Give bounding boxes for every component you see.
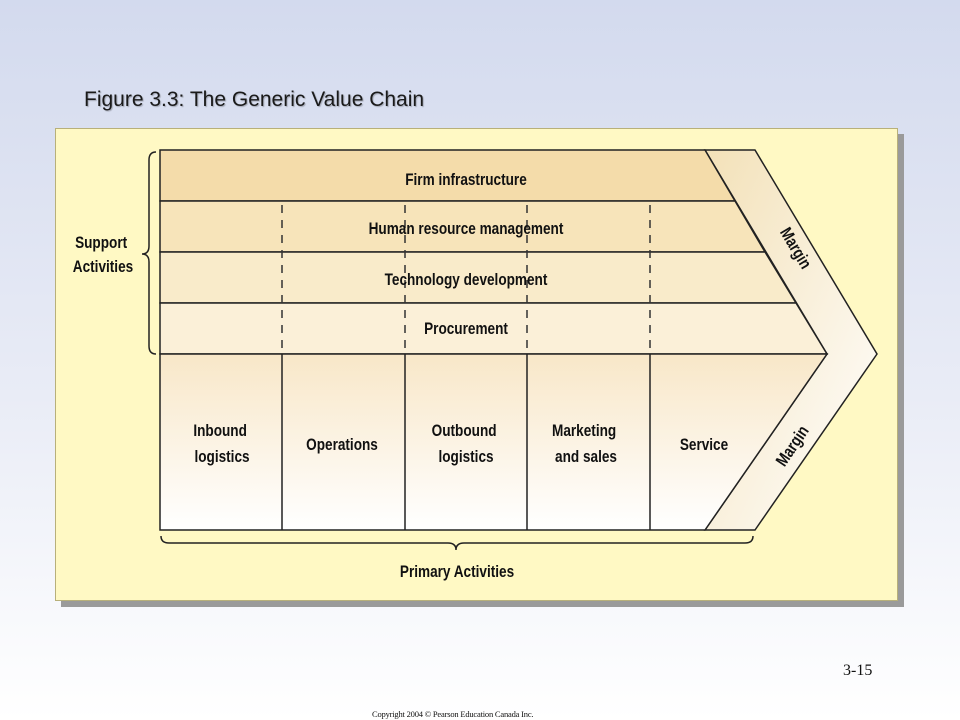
primary-col-operations: Operations: [306, 436, 378, 455]
slide-title: Figure 3.3: The Generic Value Chain: [84, 88, 425, 111]
primary-brace: [160, 535, 754, 551]
support-row-procurement: Procurement: [424, 320, 508, 339]
support-brace: [141, 151, 157, 355]
primary-col-inbound-logistics: Inbound logistics: [193, 422, 250, 467]
support-row-technology: Technology development: [385, 271, 548, 290]
support-dashed-dividers: [281, 205, 651, 352]
support-row-firm-infrastructure: Firm infrastructure: [405, 171, 527, 190]
primary-col-outbound-logistics: Outbound logistics: [432, 422, 501, 467]
primary-col-inbound-line-1: Inbound: [193, 422, 247, 441]
support-label-line-2: Activities: [73, 258, 133, 277]
primary-col-marketing-sales: Marketing and sales: [552, 422, 620, 467]
primary-col-operations-line-1: Operations: [306, 436, 378, 455]
page-number: 3-15: [843, 662, 873, 679]
support-activities-region: [159, 149, 829, 355]
primary-column-labels: Inbound logistics Operations Outbound lo…: [193, 422, 728, 467]
support-label-line-1: Support: [75, 234, 127, 253]
primary-col-service: Service: [680, 436, 729, 455]
support-activities-label: Support Activities: [73, 234, 133, 277]
primary-col-service-line-1: Service: [680, 436, 729, 455]
primary-col-outbound-line-2: logistics: [438, 448, 493, 467]
primary-activities-label: Primary Activities: [400, 563, 514, 582]
primary-col-outbound-line-1: Outbound: [432, 422, 497, 441]
support-row-labels: Firm infrastructure Human resource manag…: [369, 171, 564, 339]
primary-col-marketing-line-1: Marketing: [552, 422, 616, 441]
support-row-hrm: Human resource management: [369, 220, 564, 239]
copyright-notice: Copyright 2004 © Pearson Education Canad…: [372, 709, 534, 719]
primary-col-marketing-line-2: and sales: [555, 448, 617, 467]
primary-activities-region: [159, 353, 829, 531]
primary-column-dividers: [281, 354, 651, 530]
primary-col-inbound-line-2: logistics: [194, 448, 249, 467]
